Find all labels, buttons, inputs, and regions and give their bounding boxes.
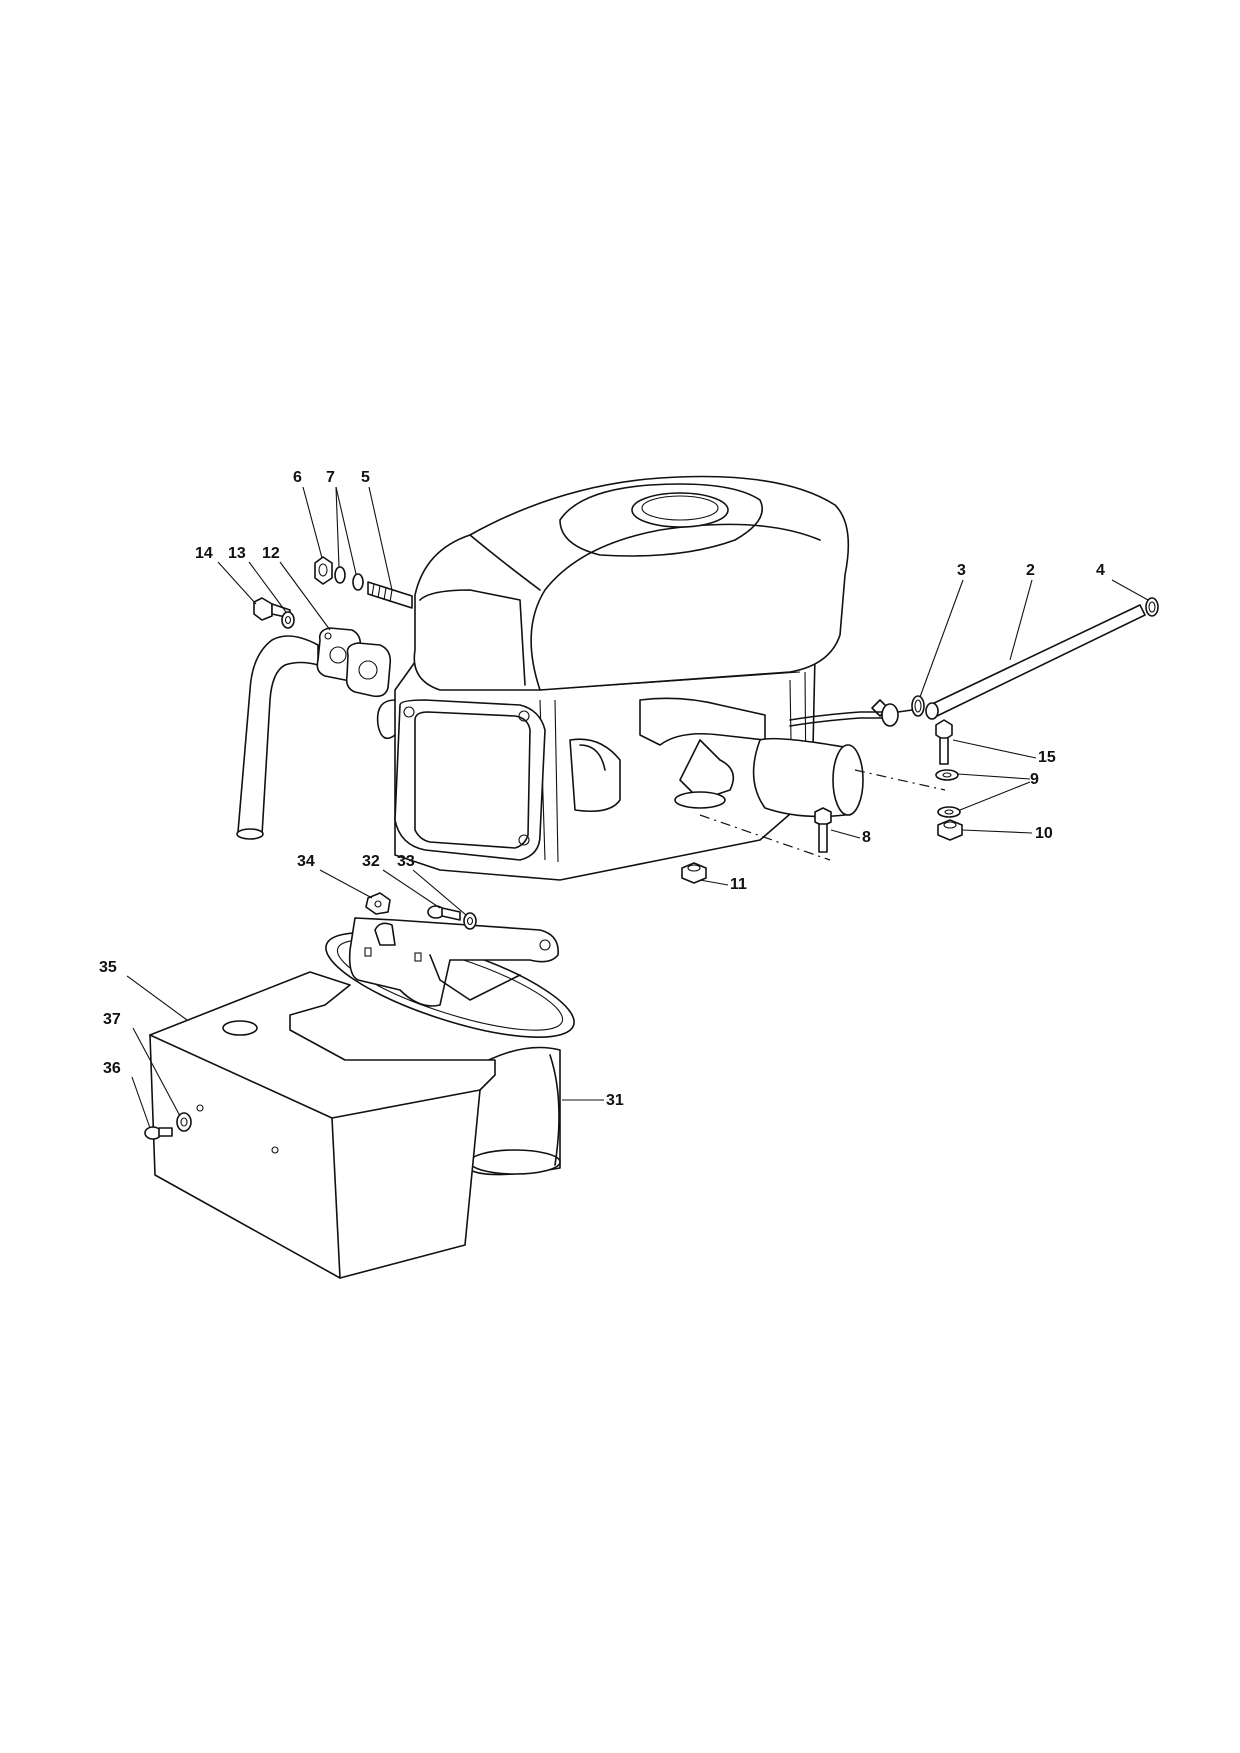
nut-6 bbox=[314, 556, 333, 585]
part-label-8: 8 bbox=[862, 829, 871, 846]
part-label-7: 7 bbox=[326, 469, 335, 486]
part-label-35: 35 bbox=[99, 959, 117, 976]
stud-5 bbox=[367, 581, 413, 609]
part-label-4: 4 bbox=[1096, 562, 1105, 579]
part-label-34: 34 bbox=[297, 853, 315, 870]
nut-11 bbox=[681, 862, 707, 884]
clip-nut-34 bbox=[365, 892, 391, 915]
part-label-37: 37 bbox=[103, 1011, 121, 1028]
part-label-11: 11 bbox=[730, 876, 747, 893]
part-label-2: 2 bbox=[1026, 562, 1035, 579]
washer-7b bbox=[352, 573, 364, 591]
washer-37 bbox=[176, 1112, 192, 1132]
heat-shield-35 bbox=[149, 971, 496, 1279]
part-label-36: 36 bbox=[103, 1060, 121, 1077]
part-label-32: 32 bbox=[362, 853, 380, 870]
part-label-13: 13 bbox=[228, 545, 246, 562]
part-label-12: 12 bbox=[262, 545, 280, 562]
part-label-33: 33 bbox=[397, 853, 415, 870]
alignment-line-bolt-8 bbox=[699, 814, 831, 861]
washer-7a bbox=[334, 566, 346, 584]
alignment-line-washer-9 bbox=[854, 769, 946, 791]
hose-clamp-4 bbox=[1145, 597, 1159, 617]
part-label-14: 14 bbox=[195, 545, 213, 562]
leader-lines bbox=[126, 486, 1149, 1129]
screw-36 bbox=[144, 1126, 173, 1140]
fuel-hose bbox=[925, 604, 1146, 720]
exhaust-outlet-31 bbox=[469, 1046, 561, 1176]
engine-assembly bbox=[376, 475, 913, 881]
exhaust-elbow-pipe bbox=[236, 635, 319, 840]
part-label-3: 3 bbox=[957, 562, 966, 579]
nut-10 bbox=[937, 819, 963, 841]
washer-33 bbox=[463, 912, 477, 930]
washer-13 bbox=[281, 611, 295, 629]
hose-clamp-3 bbox=[911, 695, 925, 717]
lock-washer-9b bbox=[937, 806, 961, 818]
bolt-15 bbox=[935, 719, 953, 765]
part-label-10: 10 bbox=[1035, 825, 1053, 842]
part-label-9: 9 bbox=[1030, 771, 1039, 788]
part-label-15: 15 bbox=[1038, 749, 1056, 766]
part-label-6: 6 bbox=[293, 469, 302, 486]
mounting-bracket bbox=[348, 917, 559, 1007]
exhaust-gasket bbox=[345, 642, 392, 698]
bolt-8 bbox=[814, 807, 832, 853]
lock-washer-9a bbox=[935, 769, 959, 781]
part-label-5: 5 bbox=[361, 469, 370, 486]
screw-32 bbox=[427, 905, 461, 921]
part-labels: 6 7 5 14 13 12 3 2 4 15 9 8 10 11 34 32 … bbox=[99, 469, 1105, 1109]
part-label-31: 31 bbox=[606, 1092, 624, 1109]
